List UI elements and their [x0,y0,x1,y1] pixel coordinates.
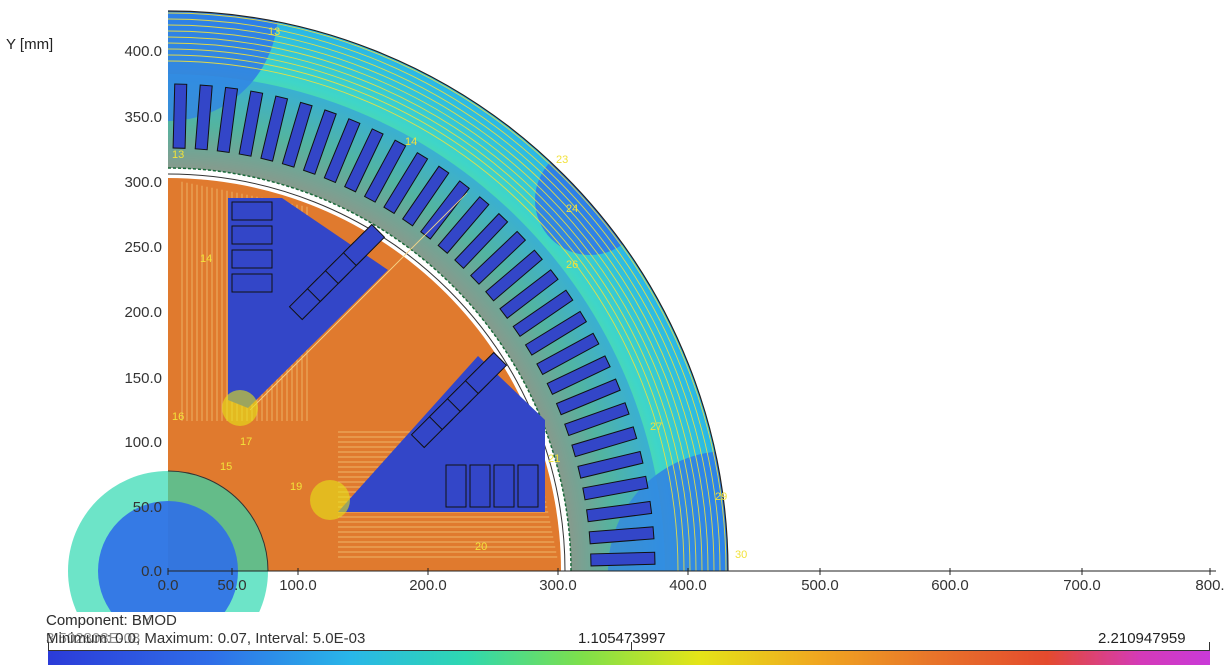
colorbar-end-tick [1209,642,1210,652]
stator-slot [363,139,407,203]
y-axis-unit-label: Y [mm] [6,36,54,53]
x-tick-label: 400.0 [669,577,707,594]
flux-line [168,42,697,571]
contour-label: 24 [566,203,578,215]
range-overprint: 3.502808E-08 [46,630,141,647]
contour-label: 30 [735,549,747,561]
x-tick-label: 100.0 [279,577,317,594]
contour-label: 23 [556,154,568,166]
scale-mid-value: 1.105473997 [578,630,666,647]
stator-slot [194,84,213,151]
stator-slot [524,310,588,356]
colorbar-mid-tick [631,642,632,652]
stator-slot [546,355,611,395]
rotor-winding-blocks [231,201,539,508]
x-tick-label: 700.0 [1063,577,1101,594]
field-plot: 13 14 15 16 17 19 20 21 23 24 26 27 29 30 13 14 0.0 50.0… [68,10,1225,612]
colorbar [48,650,1210,665]
contour-label: 13 [172,149,184,161]
stator-slot [344,128,384,193]
x-tick-label: 200.0 [409,577,447,594]
stator-slots [172,83,656,567]
contour-label: 21 [548,453,560,465]
stator-slot [420,180,470,240]
stator-slot [512,289,574,338]
contour-label: 20 [475,541,487,553]
y-tick-label: 250.0 [124,239,162,256]
stator-slot [582,475,649,501]
stator-slot [281,101,313,168]
y-tick-label: 150.0 [124,370,162,387]
contour-label: 14 [405,136,417,148]
stator-slot [485,249,543,302]
y-tick-label: 100.0 [124,434,162,451]
contour-label: 27 [650,421,662,433]
stator-slot [571,426,638,458]
flux-line [168,18,721,571]
contour-label: 13 [268,26,280,38]
stator-slot [590,551,656,567]
stator-slot [383,151,429,215]
contour-label: 19 [290,481,302,493]
stator-slot [536,332,600,376]
stator-slot [238,90,264,157]
stator-slot [499,269,559,319]
contour-label: 14 [200,253,212,265]
stator-slot [555,378,621,416]
x-tick-label: 500.0 [801,577,839,594]
stator-slot [588,526,655,545]
y-tick-label: 0.0 [141,563,162,580]
rotor-pole-gap-2 [338,356,545,512]
flux-line [168,36,703,571]
stator-slot [437,196,490,254]
component-overprint: Component: BY [46,612,152,629]
contour-label: 17 [240,436,252,448]
stator-slot [302,109,337,175]
contour-label: 16 [172,411,184,423]
x-tick-label: 0.0 [158,577,179,594]
y-tick-label: 50.0 [133,499,162,516]
stator-slot [454,212,509,270]
x-tick-label: 800. [1195,577,1224,594]
stator-slot [323,118,361,184]
flux-line [168,24,715,571]
stator-slot [401,165,450,227]
scale-max-value: 2.210947959 [1098,630,1186,647]
stator-slot [172,83,188,149]
flux-line [168,54,685,571]
x-tick-label: 600.0 [931,577,969,594]
flux-line [168,30,709,571]
contour-label: 15 [220,461,232,473]
stator-slot [586,500,653,523]
contour-label: 29 [715,491,727,503]
flux-line [324,192,468,336]
y-tick-label: 350.0 [124,109,162,126]
stator-slot [216,86,239,153]
contour-label: 26 [566,259,578,271]
flux-line [168,48,691,571]
stator-slot [260,95,289,162]
component-label: Component: BMOD [46,612,177,629]
y-tick-label: 300.0 [124,174,162,191]
y-tick-label: 200.0 [124,304,162,321]
stator-slot [564,402,630,437]
range-label: Minimum: 0.0, Maximum: 0.07, Interval: 5… [46,630,366,647]
x-tick-label: 50.0 [217,577,246,594]
colorbar-start-tick [48,642,49,652]
stator-slot [469,230,527,285]
flux-line [168,12,727,571]
flux-line [168,60,679,571]
y-tick-label: 400.0 [124,43,162,60]
x-tick-label: 300.0 [539,577,577,594]
stator-slot [577,450,644,479]
